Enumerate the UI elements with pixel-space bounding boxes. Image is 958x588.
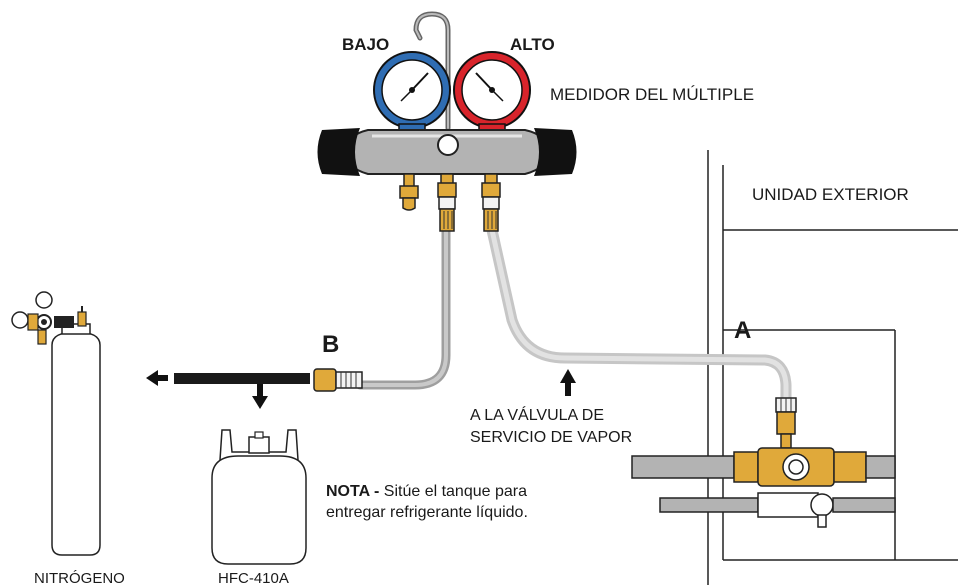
regulator-gauge-left	[11, 311, 29, 329]
arrow-up-to-valve	[560, 369, 576, 396]
manifold-port-center	[437, 173, 457, 232]
nitrogen-cylinder	[11, 291, 101, 556]
vapor-valve-label-1: A LA VÁLVULA DE	[470, 405, 604, 424]
low-side-knob	[317, 128, 360, 176]
manifold-port-left	[399, 173, 419, 211]
arrow-left-to-nitrogen	[146, 370, 168, 386]
note-text-1: Sitúe el tanque para	[379, 483, 527, 500]
manifold-label: MEDIDOR DEL MÚLTIPLE	[550, 85, 754, 104]
vapor-valve-label-2: SERVICIO DE VAPOR	[470, 429, 632, 446]
high-gauge-label: ALTO	[510, 35, 555, 54]
nitrogen-line	[174, 373, 310, 384]
point-a-label: A	[734, 317, 751, 344]
outdoor-unit	[707, 150, 958, 585]
high-pressure-gauge	[453, 51, 531, 135]
sight-glass	[437, 134, 459, 156]
charging-hose-gray	[355, 225, 451, 390]
manifold-gauge-set	[317, 11, 577, 232]
regulator-gauge-top	[35, 291, 53, 309]
outdoor-unit-label: UNIDAD EXTERIOR	[752, 185, 909, 204]
note-line-1: NOTA - Sitúe el tanque para	[326, 483, 527, 500]
vapor-service-valve	[631, 397, 896, 528]
note-line-2: entregar refrigerante líquido.	[326, 504, 528, 521]
note-bold-prefix: NOTA -	[326, 483, 379, 500]
low-gauge-label: BAJO	[342, 35, 389, 54]
nitrogen-label: NITRÓGENO	[34, 570, 125, 587]
low-pressure-gauge	[373, 51, 451, 135]
point-b-label: B	[322, 331, 339, 358]
arrow-down-to-tank	[252, 384, 268, 409]
refrigerant-label: HFC-410A	[218, 570, 289, 587]
refrigerant-tank	[211, 429, 307, 565]
manifold-port-right	[481, 173, 501, 232]
hose-connector-b	[313, 368, 363, 392]
vapor-hose-light	[486, 224, 792, 406]
high-side-knob	[534, 128, 577, 176]
